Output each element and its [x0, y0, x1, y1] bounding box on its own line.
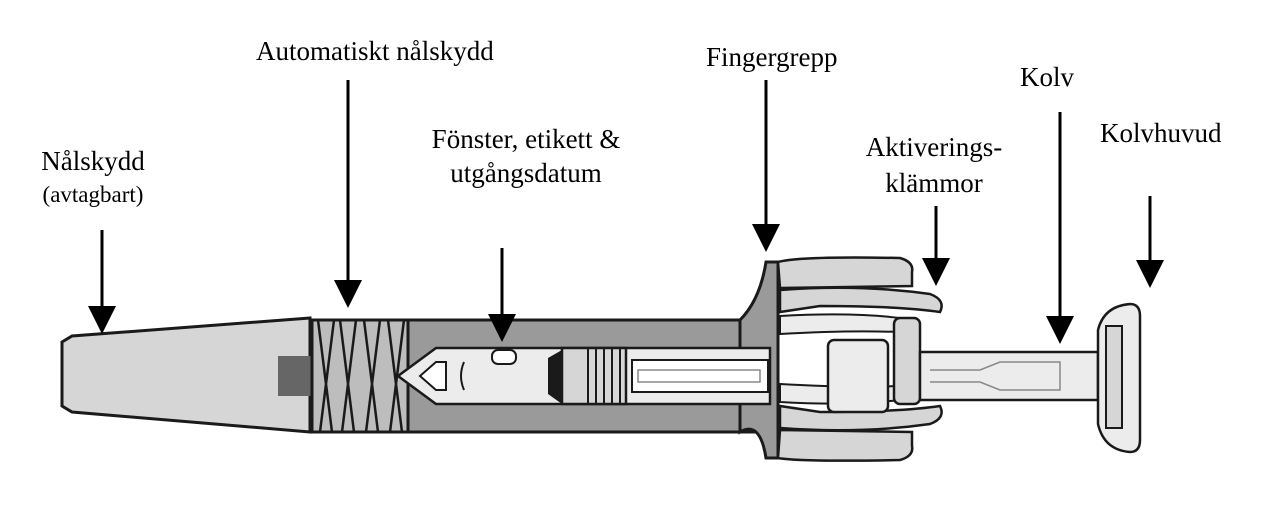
pointer-arrows — [88, 80, 1164, 344]
label-needle-cap-note: (avtagbart) — [42, 182, 144, 207]
label-activation-line1: Aktiverings- — [865, 132, 1003, 162]
arrowhead-needle-cap — [88, 306, 116, 334]
label-window-line2: utgångsdatum — [450, 158, 602, 188]
label-finger-grip: Fingergrepp — [706, 42, 838, 72]
needle-guard-spring — [310, 318, 410, 434]
label-plunger: Kolv — [1020, 62, 1074, 92]
arrowhead-activation-clips — [922, 258, 950, 286]
window-barrel — [395, 346, 772, 406]
activation-clips — [776, 256, 943, 462]
arrowhead-needle-guard — [334, 280, 362, 308]
plunger-head — [1096, 302, 1142, 454]
label-needle-guard: Automatiskt nålskydd — [256, 36, 494, 66]
label-window-line1: Fönster, etikett & — [431, 124, 621, 154]
needle-cap — [60, 316, 312, 434]
arrowhead-finger-grip — [752, 224, 780, 252]
arrowhead-plunger-head — [1136, 260, 1164, 288]
label-plunger-head: Kolvhuvud — [1100, 118, 1222, 148]
arrowhead-window — [488, 314, 516, 342]
label-activation-line2: klämmor — [885, 168, 983, 198]
plunger — [826, 316, 1100, 414]
arrowhead-plunger — [1046, 316, 1074, 344]
label-needle-cap: Nålskydd — [41, 146, 145, 176]
